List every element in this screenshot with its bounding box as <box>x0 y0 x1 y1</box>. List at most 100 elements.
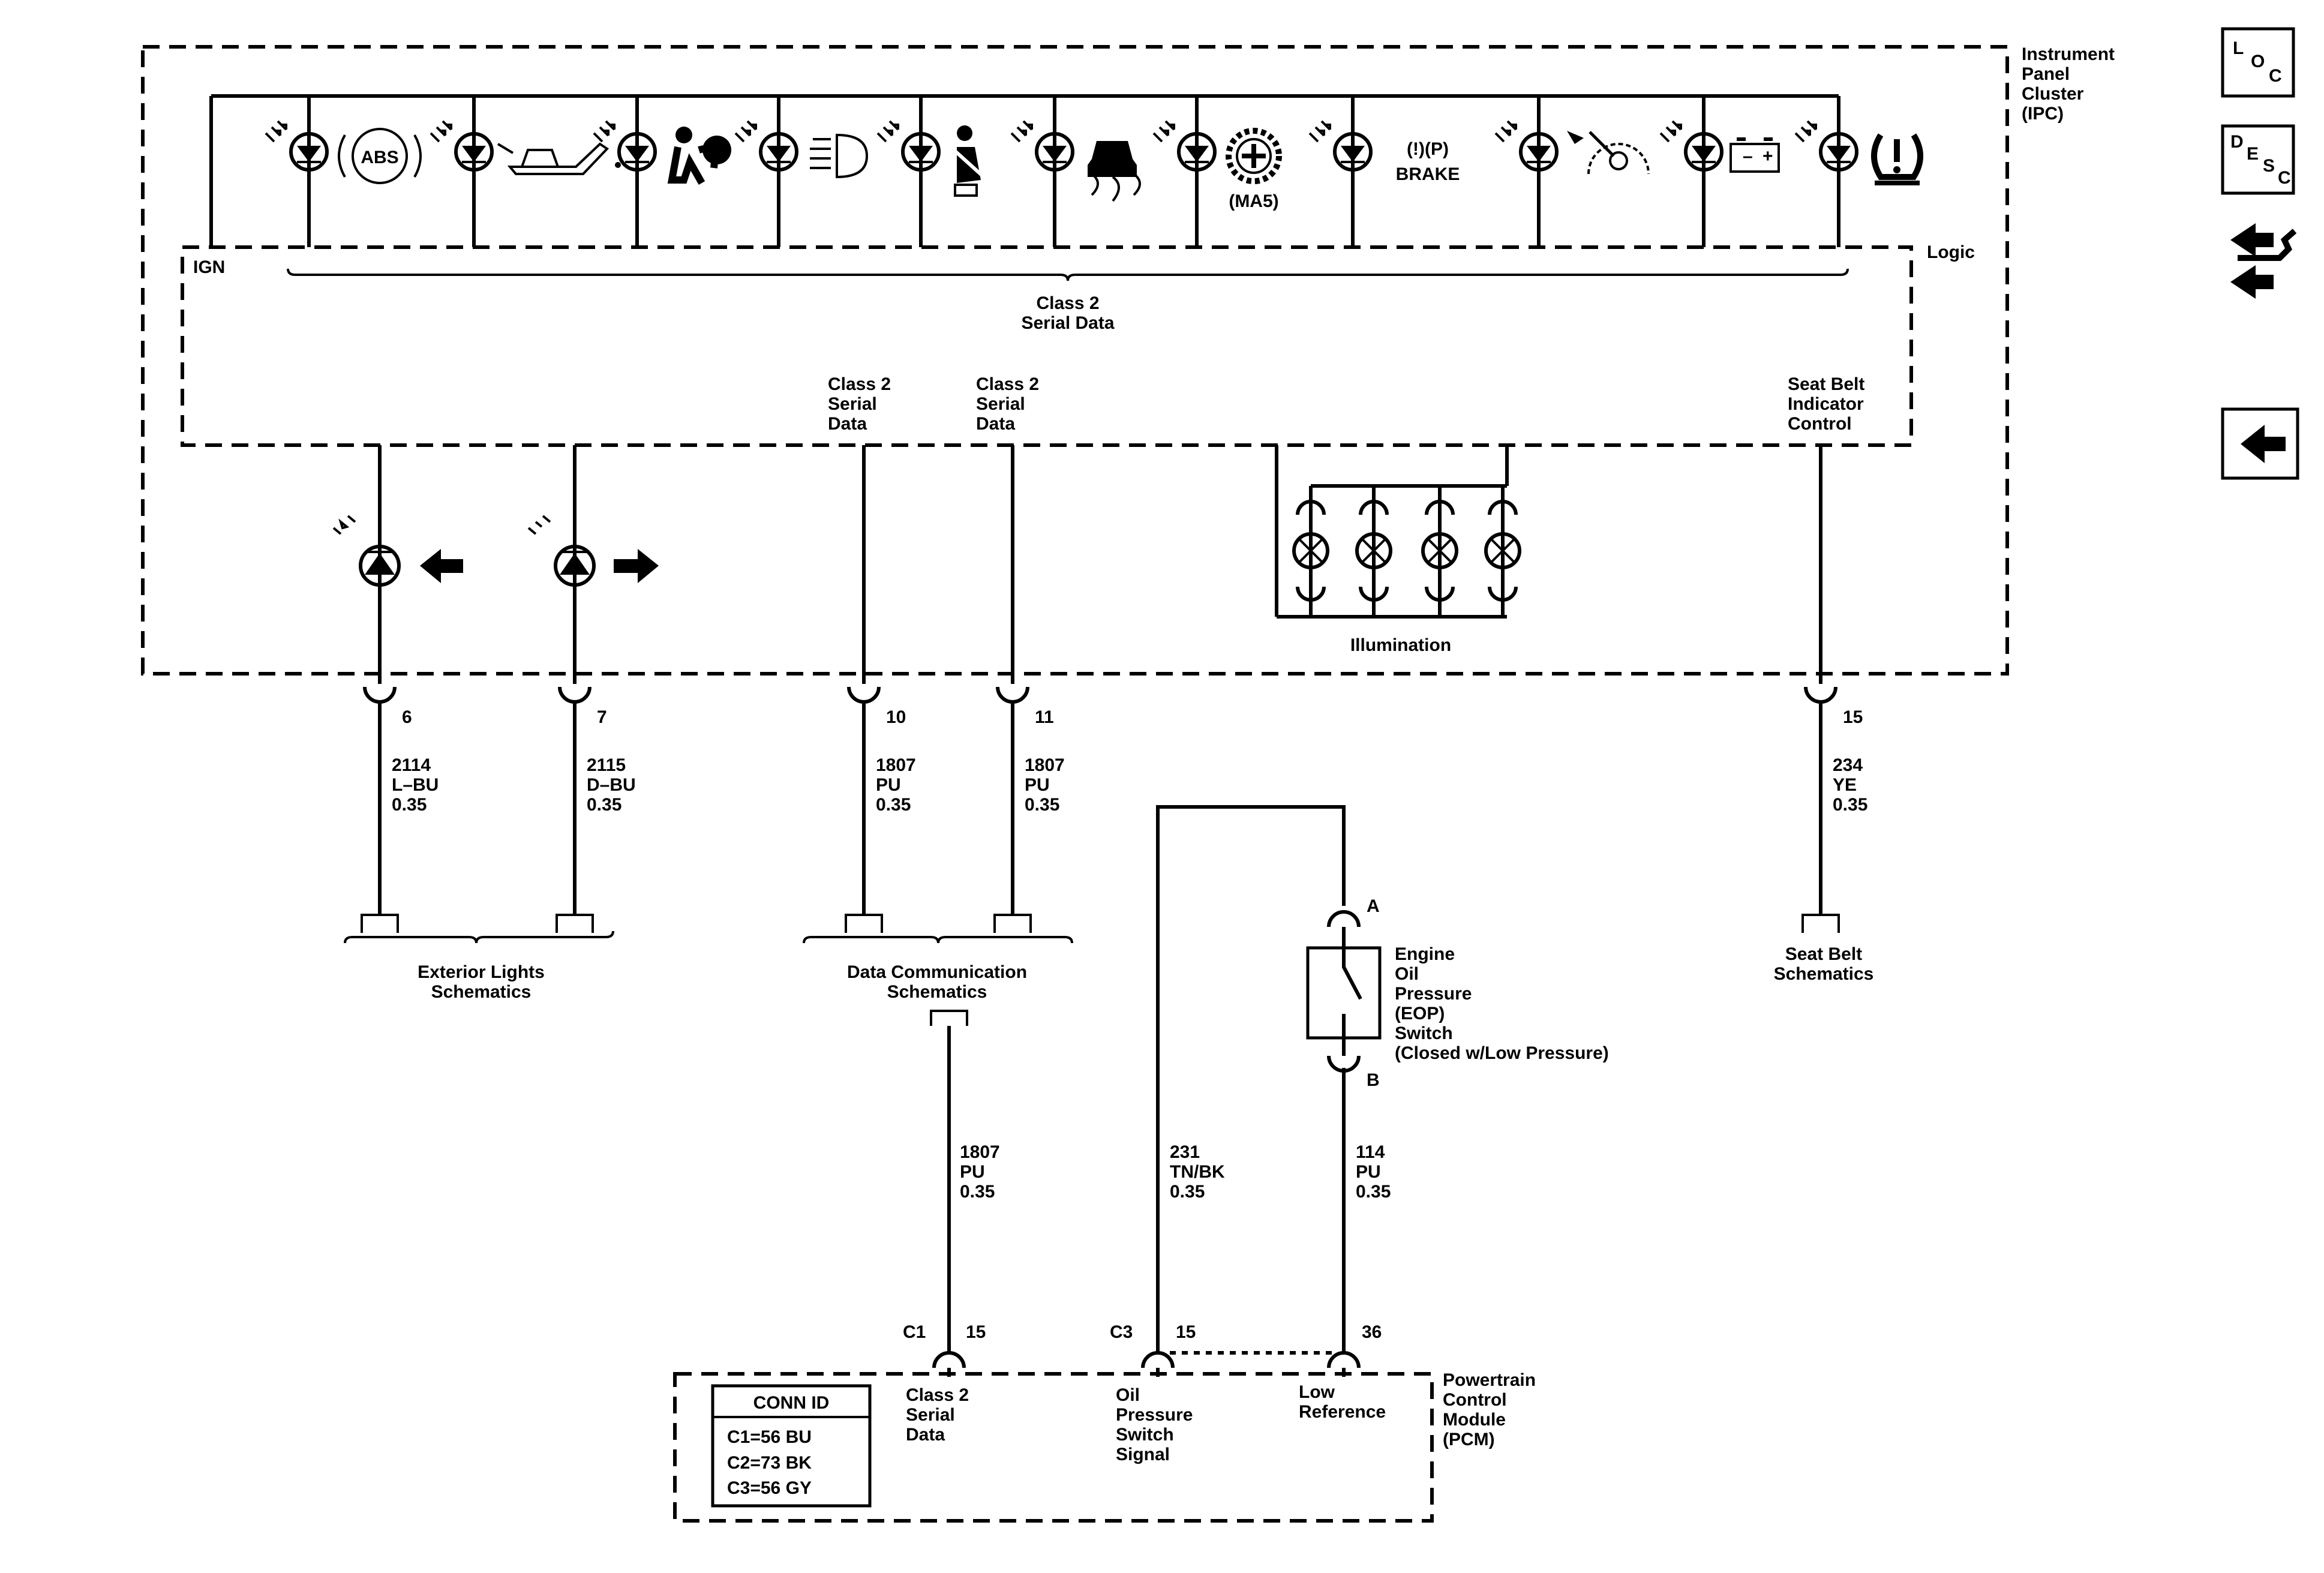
data-comm-terminal <box>930 1010 968 1026</box>
ref-terminals <box>361 914 1840 933</box>
pcm-outline <box>673 1372 1434 1523</box>
conn-id-row: C1=56 BU <box>727 1427 812 1447</box>
ipc-connector-pin <box>558 686 591 704</box>
left-turn-led <box>332 515 401 587</box>
ipc-connector-pin <box>1804 686 1837 704</box>
speedometer-icon <box>1567 131 1650 175</box>
abs-text: ABS <box>361 148 398 167</box>
indicator-led <box>1010 96 1074 247</box>
ipc-outline <box>141 45 2009 676</box>
eop-switch <box>1306 910 1382 1073</box>
illumination-bulb <box>1355 500 1392 602</box>
pin-7-label: 7 <box>597 707 607 727</box>
ipc-ign-label: IGN <box>193 257 225 277</box>
pin-10-label: 10 <box>886 707 906 727</box>
pin-15-label: 15 <box>1843 707 1863 727</box>
loc-button[interactable]: L O C <box>2221 27 2295 98</box>
airbag-icon <box>667 127 731 185</box>
pcm-pins <box>932 1351 1361 1377</box>
ma5-label: (MA5) <box>1229 191 1278 211</box>
indicator-led <box>1794 96 1858 247</box>
conn-id-row: C2=73 BK <box>727 1453 812 1473</box>
ipc-connector-pins <box>363 686 1837 704</box>
indicator-led <box>593 96 657 247</box>
right-turn-led <box>527 515 596 587</box>
illumination-network <box>1275 445 1509 619</box>
indicator-led-group <box>265 96 1858 247</box>
conn-id-title: CONN ID <box>753 1393 830 1413</box>
illumination-bulbs <box>1292 500 1521 602</box>
gear-service-icon <box>1226 128 1282 184</box>
loc-letter-o: O <box>2251 52 2265 71</box>
pin-6-label: 6 <box>402 707 412 727</box>
ipc-connector-pin <box>847 686 881 704</box>
svg-text:–: – <box>1743 146 1753 166</box>
tire-pressure-icon <box>1871 133 1923 185</box>
pcm-c1-label: C1 <box>903 1322 926 1342</box>
indicator-led <box>1152 96 1217 247</box>
desc-letter-s: S <box>2263 156 2275 176</box>
illumination-label: Illumination <box>1350 635 1451 655</box>
conn-id-row: C3=56 GY <box>727 1478 812 1498</box>
loc-letter-c: C <box>2269 66 2282 86</box>
illumination-bulb <box>1484 500 1521 602</box>
ipc-logic-label: Logic <box>1927 242 1975 262</box>
illumination-bulb <box>1292 500 1329 602</box>
pcm-c1-pin: 15 <box>966 1322 986 1342</box>
brake-text: BRAKE <box>1396 164 1460 184</box>
indicator-led <box>1308 96 1373 247</box>
eop-pin-a: A <box>1367 896 1380 916</box>
exterior-lights-brace <box>344 930 614 944</box>
connector-tool-icon[interactable] <box>2230 223 2297 299</box>
traction-control-icon <box>1088 141 1141 202</box>
battery-icon: – + <box>1730 137 1780 173</box>
headlamp-icon <box>810 133 869 179</box>
indicator-led <box>734 96 798 247</box>
oil-can-icon <box>497 142 621 175</box>
indicator-led <box>1494 96 1559 247</box>
brake-icon: (!)(P) BRAKE <box>1396 139 1460 184</box>
conn-id-table: CONN ID C1=56 BU C2=73 BK C3=56 GY <box>711 1384 872 1508</box>
loc-letter-l: L <box>2233 38 2244 58</box>
desc-button[interactable]: D E S C <box>2221 124 2295 195</box>
pcm-c3-pin: 15 <box>1176 1322 1196 1342</box>
back-button[interactable] <box>2221 407 2299 480</box>
pin-11-label: 11 <box>1035 707 1054 727</box>
illumination-bulb <box>1421 500 1458 602</box>
seatbelt-icon <box>952 125 986 197</box>
indicator-led <box>430 96 494 247</box>
pcm-ref-pin: 36 <box>1362 1322 1382 1342</box>
ipc-logic-box <box>181 245 1913 447</box>
indicator-led <box>1659 96 1724 247</box>
right-arrow-icon <box>614 549 659 583</box>
eop-pin-b: B <box>1367 1070 1380 1090</box>
desc-letter-d: D <box>2230 132 2244 152</box>
indicator-led <box>265 96 329 247</box>
svg-text:+: + <box>1762 146 1773 166</box>
ipc-connector-pin <box>996 686 1029 704</box>
desc-letter-e: E <box>2247 144 2259 164</box>
class2-bus-brace <box>287 268 1849 281</box>
wire-231 <box>1156 805 1346 1353</box>
